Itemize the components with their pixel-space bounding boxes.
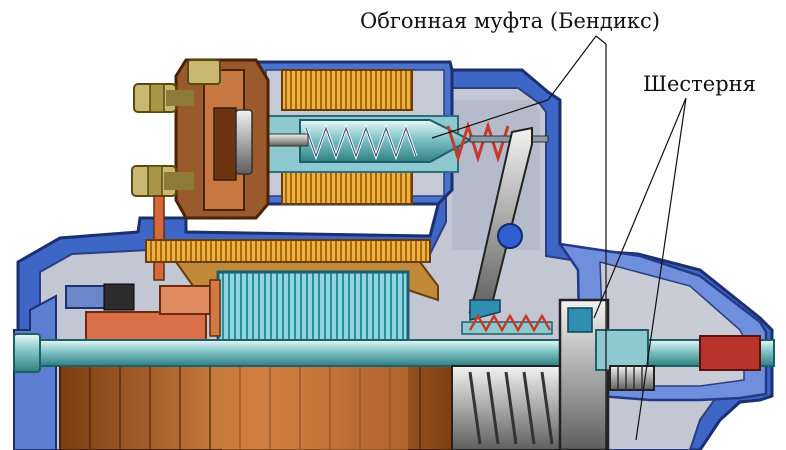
field-winding-strip [145, 239, 431, 263]
pinion-gear-label: Шестерня [643, 72, 756, 96]
solenoid-coil-lower [281, 171, 413, 205]
armature-windings [59, 365, 461, 450]
callout-leader-lines [431, 35, 687, 450]
overrunning-clutch-label: Обгонная муфта (Бендикс) [360, 9, 660, 33]
armature-shaft [13, 339, 775, 367]
pinion-gear [609, 365, 655, 391]
solenoid-coil-upper [281, 69, 413, 111]
solenoid-assembly [227, 60, 549, 206]
solenoid-terminal-cap [131, 58, 270, 281]
shaft-bushing [699, 335, 761, 371]
solenoid-plunger [299, 119, 473, 163]
terminal-bolt-upper [133, 59, 221, 113]
overrunning-clutch [451, 298, 649, 450]
lever-pivot [497, 223, 523, 249]
drive-lever [468, 126, 533, 321]
armature-core [216, 270, 410, 344]
